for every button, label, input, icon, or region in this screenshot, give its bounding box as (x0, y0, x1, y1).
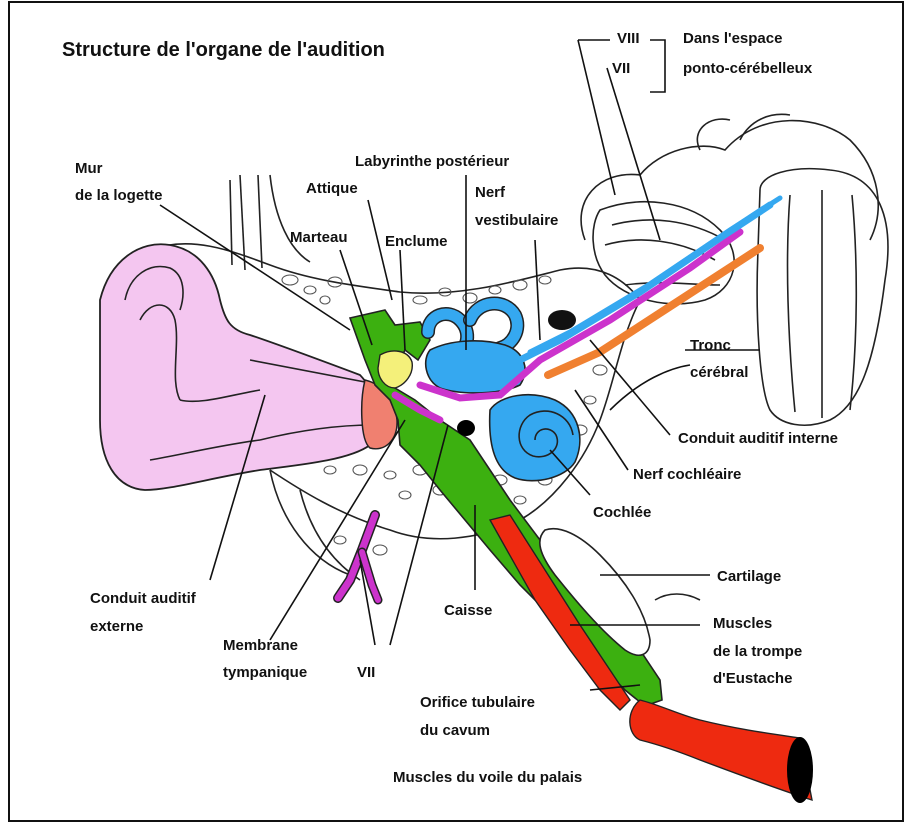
label-nerf-vest-line2: vestibulaire (475, 212, 558, 229)
label-espace-line2: ponto-cérébelleux (683, 60, 813, 77)
label-conduit-interne: Conduit auditif interne (678, 430, 838, 447)
label-orifice-line1: Orifice tubulaire (420, 694, 535, 711)
incus-yellow (378, 351, 412, 388)
label-caisse: Caisse (444, 602, 492, 619)
external-ear (100, 244, 375, 490)
label-membrane-line1: Membrane (223, 637, 298, 654)
label-labyrinthe: Labyrinthe postérieur (355, 153, 509, 170)
label-attique: Attique (306, 180, 358, 197)
label-mur-line2: de la logette (75, 187, 163, 204)
label-viii: VIII (617, 30, 640, 47)
label-vii-bottom: VII (357, 664, 375, 681)
label-marteau: Marteau (290, 229, 348, 246)
cartilage-hook (655, 594, 700, 600)
diagram-title: Structure de l'organe de l'audition (62, 39, 385, 61)
round-window-dot (457, 420, 475, 436)
label-muscles-trompe-line3: d'Eustache (713, 670, 792, 687)
label-tronc-line1: Tronc (690, 337, 731, 354)
label-mur-line1: Mur (75, 160, 103, 177)
label-nerf-vest-line1: Nerf (475, 184, 506, 201)
label-muscles-voile: Muscles du voile du palais (393, 769, 582, 786)
label-muscles-trompe-line1: Muscles (713, 615, 772, 632)
label-tronc-line2: cérébral (690, 364, 748, 381)
label-nerf-cochleaire: Nerf cochléaire (633, 466, 741, 483)
label-muscles-trompe-line2: de la trompe (713, 643, 802, 660)
label-conduit-externe-line2: externe (90, 618, 143, 635)
label-espace-line1: Dans l'espace (683, 30, 782, 47)
label-cochlee: Cochlée (593, 504, 651, 521)
label-orifice-line2: du cavum (420, 722, 490, 739)
label-membrane-line2: tympanique (223, 664, 307, 681)
label-vii-top: VII (612, 60, 630, 77)
label-enclume: Enclume (385, 233, 448, 250)
label-conduit-externe-line1: Conduit auditif (90, 590, 197, 607)
label-cartilage: Cartilage (717, 568, 781, 585)
